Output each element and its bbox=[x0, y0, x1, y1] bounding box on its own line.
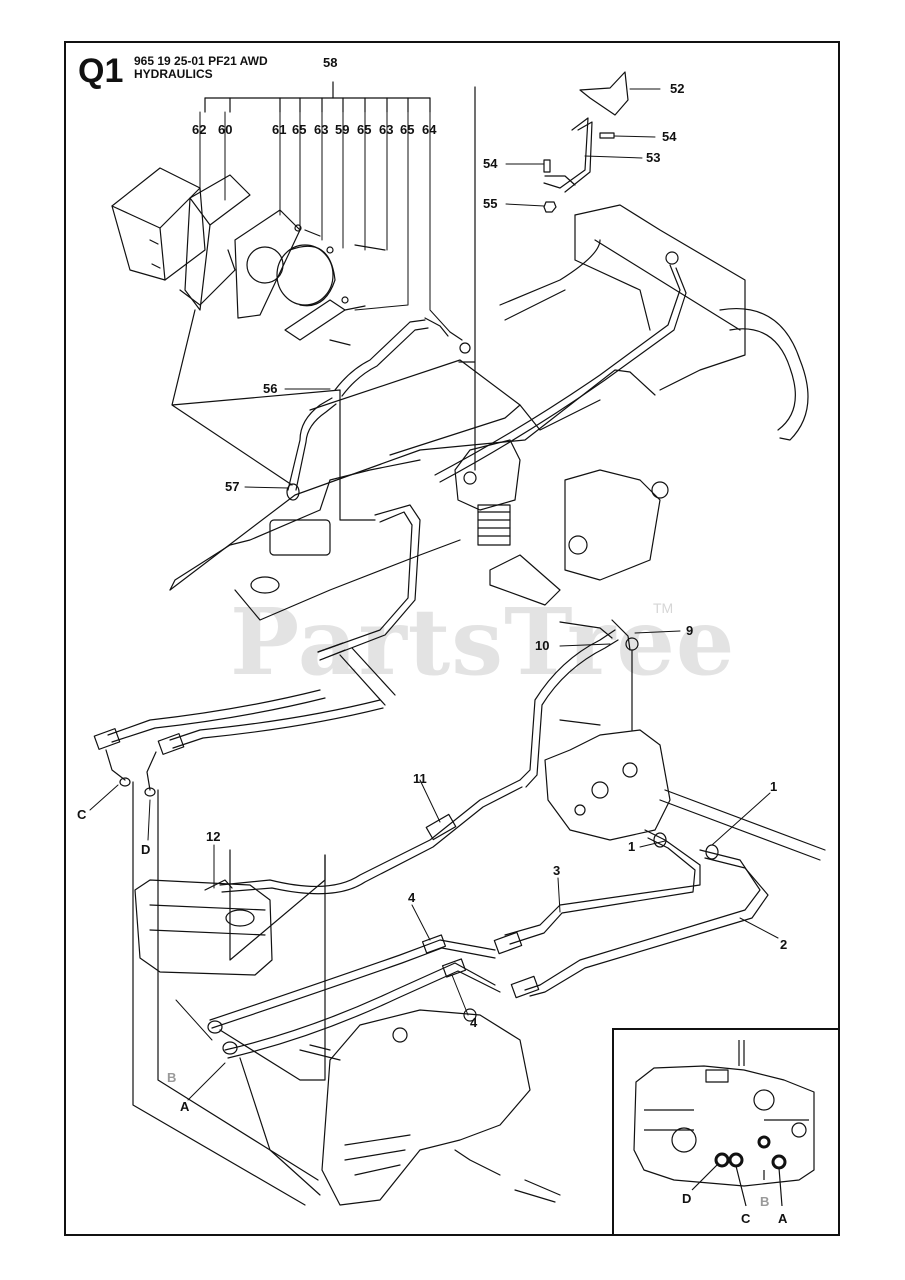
section-id: Q1 bbox=[78, 52, 124, 90]
port-label-D: D bbox=[141, 842, 151, 857]
fitting-9 bbox=[559, 619, 639, 651]
hose-56 bbox=[334, 317, 471, 397]
port-label-C: C bbox=[77, 807, 87, 822]
callout-leaders bbox=[89, 88, 779, 1101]
inset-port-C: C bbox=[741, 1211, 751, 1226]
callout-11: 11 bbox=[413, 771, 427, 786]
diagram-title: HYDRAULICS bbox=[134, 67, 213, 81]
hoses-1-2-3 bbox=[493, 829, 769, 999]
watermark: PartsTree bbox=[230, 588, 736, 696]
callout-bracket-58 bbox=[204, 81, 431, 113]
callout-63-b: 63 bbox=[379, 122, 394, 137]
callout-63-a: 63 bbox=[314, 122, 329, 137]
callout-56: 56 bbox=[263, 381, 278, 396]
model-line: 965 19 25-01 PF21 AWD bbox=[134, 54, 268, 68]
callout-2: 2 bbox=[780, 937, 788, 952]
callout-54-a: 54 bbox=[662, 129, 677, 144]
fan-plate bbox=[234, 209, 301, 319]
hose-57 bbox=[286, 397, 337, 501]
control-valve bbox=[454, 439, 521, 546]
callout-3: 3 bbox=[553, 863, 561, 878]
diagram-header: 965 19 25-01 PF21 AWD HYDRAULICS bbox=[134, 55, 268, 81]
oil-reservoir bbox=[134, 879, 273, 976]
shroud-panel bbox=[111, 167, 206, 281]
leader-A-B bbox=[219, 854, 326, 1196]
tractor-frame bbox=[169, 204, 809, 621]
callout-54-b: 54 bbox=[483, 156, 498, 171]
watermark-trademark: TM bbox=[653, 600, 674, 616]
callout-64: 64 bbox=[422, 122, 437, 137]
callout-52: 52 bbox=[670, 81, 685, 96]
callout-1-b: 1 bbox=[628, 839, 636, 854]
leader-group-57-56 bbox=[171, 309, 376, 521]
inset-port-B: B bbox=[760, 1194, 770, 1209]
front-transaxle bbox=[544, 649, 826, 861]
pump-hoses bbox=[93, 689, 384, 797]
bolts-54-55 bbox=[543, 132, 615, 213]
callout-65-c: 65 bbox=[400, 122, 415, 137]
leader-reservoir bbox=[229, 849, 326, 961]
callout-55: 55 bbox=[483, 196, 498, 211]
leader-valve bbox=[458, 86, 476, 471]
callout-60: 60 bbox=[218, 122, 233, 137]
callout-57: 57 bbox=[225, 479, 240, 494]
callout-4-b: 4 bbox=[470, 1015, 478, 1030]
callout-9: 9 bbox=[686, 623, 694, 638]
cooling-fan-motor bbox=[276, 244, 346, 341]
hitch-bracket bbox=[543, 71, 629, 193]
mount-bracket bbox=[179, 174, 251, 311]
hose-11 bbox=[219, 629, 619, 895]
callout-65-b: 65 bbox=[357, 122, 372, 137]
lift-lines bbox=[434, 251, 687, 483]
inset-transaxle bbox=[633, 1040, 815, 1207]
leader-C-D bbox=[132, 781, 319, 1206]
callout-59: 59 bbox=[335, 122, 350, 137]
rear-transaxle bbox=[299, 1008, 561, 1206]
diagram-frame bbox=[64, 41, 840, 1236]
callout-10: 10 bbox=[535, 638, 550, 653]
frame-hoses bbox=[317, 504, 421, 706]
callout-12: 12 bbox=[206, 829, 221, 844]
port-label-B: B bbox=[167, 1070, 177, 1085]
bolts bbox=[294, 224, 386, 346]
callout-61: 61 bbox=[272, 122, 287, 137]
callout-58: 58 bbox=[323, 55, 338, 70]
hoses-4 bbox=[207, 934, 501, 1059]
inset-port-D: D bbox=[682, 1191, 692, 1206]
inset-detail: D C B A bbox=[612, 1028, 840, 1236]
inset-port-A: A bbox=[778, 1211, 788, 1226]
callout-62: 62 bbox=[192, 122, 207, 137]
port-label-A: A bbox=[180, 1099, 190, 1114]
callout-65-a: 65 bbox=[292, 122, 307, 137]
callout-53: 53 bbox=[646, 150, 661, 165]
callout-4-a: 4 bbox=[408, 890, 416, 905]
callout-1-a: 1 bbox=[770, 779, 778, 794]
